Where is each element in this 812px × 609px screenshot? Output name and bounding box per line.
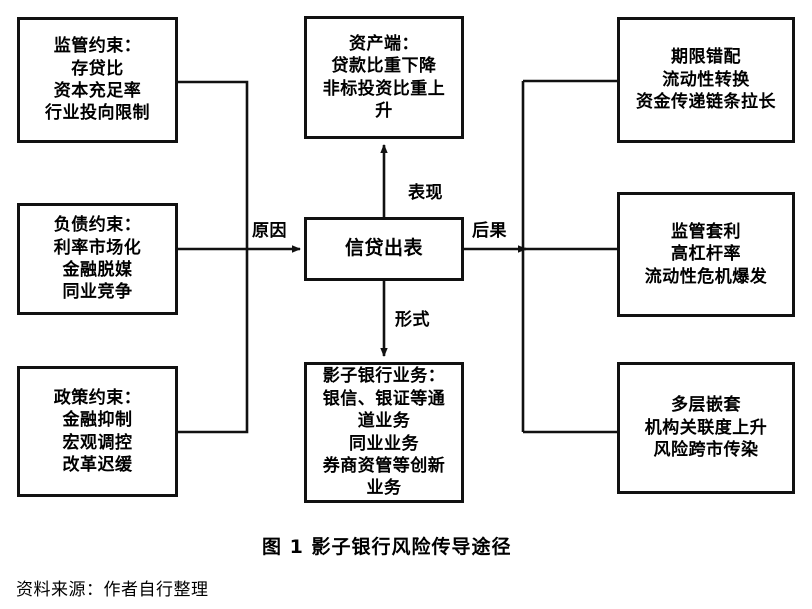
node-line: 资本充足率 [53,81,142,101]
node-asset-side: 资产端： 贷款比重下降 非标投资比重上 升 [304,16,464,139]
node-line: 多层嵌套 [671,395,741,416]
node-line: 券商资管等创新 [322,455,446,476]
node-credit-off-balance-sheet: 信贷出表 [304,217,464,281]
figure-source-note: 资料来源：作者自行整理 [16,580,209,600]
node-line: 利率市场化 [53,237,142,258]
node-regulatory-constraint: 监管约束： 存贷比 资本充足率 行业投向限制 [17,17,178,143]
node-line: 高杠杆率 [671,244,741,265]
node-line: 资金传递链条拉长 [636,92,776,113]
node-line: 贷款比重下降 [331,56,437,77]
node-line: 政策约束： [53,387,142,408]
node-line: 机构关联度上升 [644,417,768,438]
node-line: 流动性转换 [662,69,750,90]
edge-label-manifestation: 表现 [406,178,445,203]
node-maturity-mismatch: 期限错配 流动性转换 资金传递链条拉长 [617,17,795,143]
node-line: 非标投资比重上 [322,78,446,99]
node-line: 影子银行业务： [322,366,446,387]
figure-caption: 图 1 影子银行风险传导途径 [262,536,512,558]
node-line: 流动性危机爆发 [644,266,768,287]
connector-policy-to-bus [178,249,249,434]
edge-label-effect: 后果 [470,216,509,241]
node-multi-layer-nesting: 多层嵌套 机构关联度上升 风险跨市传染 [617,362,795,494]
node-line: 金融脱媒 [62,260,133,280]
node-policy-constraint: 政策约束： 金融抑制 宏观调控 改革迟缓 [17,366,178,497]
node-line: 道业务 [357,411,411,432]
node-line: 业务 [366,478,402,499]
node-line: 宏观调控 [62,432,133,453]
node-line: 监管套利 [671,221,741,242]
node-line: 行业投向限制 [45,103,150,124]
node-liability-constraint: 负债约束： 利率市场化 金融脱媒 同业竞争 [17,203,178,315]
node-line: 期限错配 [671,47,741,68]
node-line: 信贷出表 [344,237,423,260]
node-line: 同业业务 [349,433,419,454]
node-line: 风险跨市传染 [653,440,759,461]
node-line: 银信、银证等通 [322,388,446,409]
node-line: 升 [375,100,393,121]
node-line: 监管约束： [53,36,142,57]
connector-regulatory-to-bus [178,80,249,249]
node-line: 改革迟缓 [62,454,133,475]
node-line: 同业竞争 [62,282,133,303]
node-line: 金融抑制 [62,410,133,431]
edge-label-cause: 原因 [250,216,289,241]
node-line: 资产端： [349,33,419,54]
node-shadow-banking-business: 影子银行业务： 银信、银证等通 道业务 同业业务 券商资管等创新 业务 [304,362,464,503]
node-regulatory-arbitrage: 监管套利 高杠杆率 流动性危机爆发 [617,192,795,317]
node-line: 负债约束： [53,215,142,236]
node-line: 存贷比 [71,58,124,79]
edge-label-form: 形式 [393,305,432,330]
